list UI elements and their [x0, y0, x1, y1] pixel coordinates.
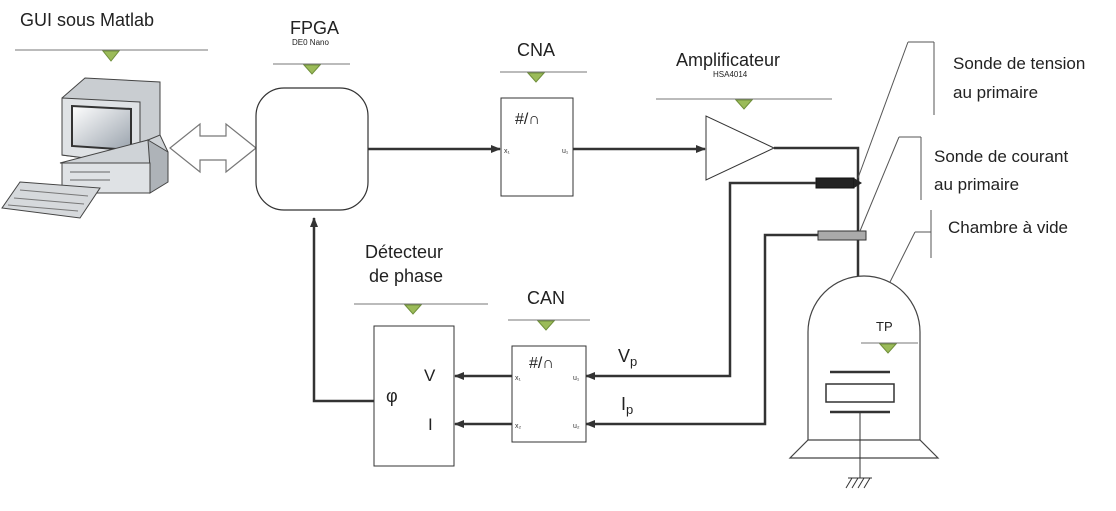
can-pin-x1: x₁ [515, 375, 522, 382]
fpga-subtitle: DE0 Nano [292, 38, 329, 47]
phase-detector-marker [403, 304, 423, 315]
amplifier-block: Amplificateur HSA4014 [656, 50, 832, 181]
current-probe-label-line1: Sonde de courant [934, 147, 1068, 166]
chamber-base [788, 439, 940, 459]
phase-detector-title-line2: de phase [369, 266, 443, 286]
chamber-dome [807, 275, 921, 440]
ip-label: Ip [621, 394, 633, 417]
can-title: CAN [527, 288, 565, 308]
voltage-probe: Sonde de tension au primaire [815, 41, 1085, 189]
cna-pin-out: u₁ [562, 148, 569, 155]
fpga-block: FPGA DE0 Nano [255, 18, 369, 211]
amplifier-title: Amplificateur [676, 50, 780, 70]
phase-detector-title-line1: Détecteur [365, 242, 443, 262]
can-pin-x2: x₂ [515, 423, 522, 430]
vacuum-chamber: Chambre à vide TP [788, 210, 1068, 489]
can-pin-u1: u₁ [573, 375, 580, 382]
cna-block: CNA #/∩ x₁ u₁ [500, 40, 587, 197]
gui-title: GUI sous Matlab [20, 10, 154, 30]
computer-icon [1, 77, 169, 219]
cna-symbol: #/∩ [515, 111, 540, 128]
chamber-label: Chambre à vide [948, 218, 1068, 237]
cna-pin-in: x₁ [504, 148, 511, 155]
phase-detector-box [373, 325, 455, 467]
can-pin-u2: u₂ [573, 423, 580, 430]
vp-wire [585, 181, 816, 380]
gui-marker [101, 50, 121, 62]
can-box [511, 345, 587, 443]
fpga-box [255, 87, 369, 211]
chamber-tp-label: TP [876, 319, 893, 334]
sample-holder [825, 383, 895, 403]
phase-detector-phi: φ [386, 386, 398, 406]
cna-marker [526, 72, 546, 83]
gui-block: GUI sous Matlab [1, 10, 208, 219]
cna-title: CNA [517, 40, 555, 60]
vp-label: Vp [618, 346, 637, 369]
phase-detector-i: I [428, 415, 433, 434]
fpga-marker [302, 64, 322, 75]
voltage-probe-label-line2: au primaire [953, 83, 1038, 102]
cna-box [500, 97, 574, 197]
ground-icon [845, 477, 872, 489]
phase-detector-v: V [424, 366, 436, 385]
voltage-probe-body [815, 177, 855, 189]
amplifier-subtitle: HSA4014 [713, 70, 748, 79]
phase-detector-block: Détecteur de phase φ V I [354, 242, 488, 467]
amplifier-marker [734, 99, 754, 110]
current-probe-body [817, 230, 867, 241]
chamber-tp-marker [878, 343, 898, 354]
can-marker [536, 320, 556, 331]
current-probe: Sonde de courant au primaire [817, 136, 1068, 241]
amplifier-triangle [705, 115, 776, 181]
fpga-title: FPGA [290, 18, 339, 38]
voltage-probe-label-line1: Sonde de tension [953, 54, 1085, 73]
can-symbol: #/∩ [529, 355, 554, 372]
gui-fpga-link-arrow [169, 122, 257, 174]
current-probe-label-line2: au primaire [934, 175, 1019, 194]
detector-to-fpga-wire [310, 217, 374, 403]
can-block: CAN #/∩ x₁ x₂ u₁ u₂ [508, 288, 590, 443]
ip-wire [585, 233, 818, 428]
